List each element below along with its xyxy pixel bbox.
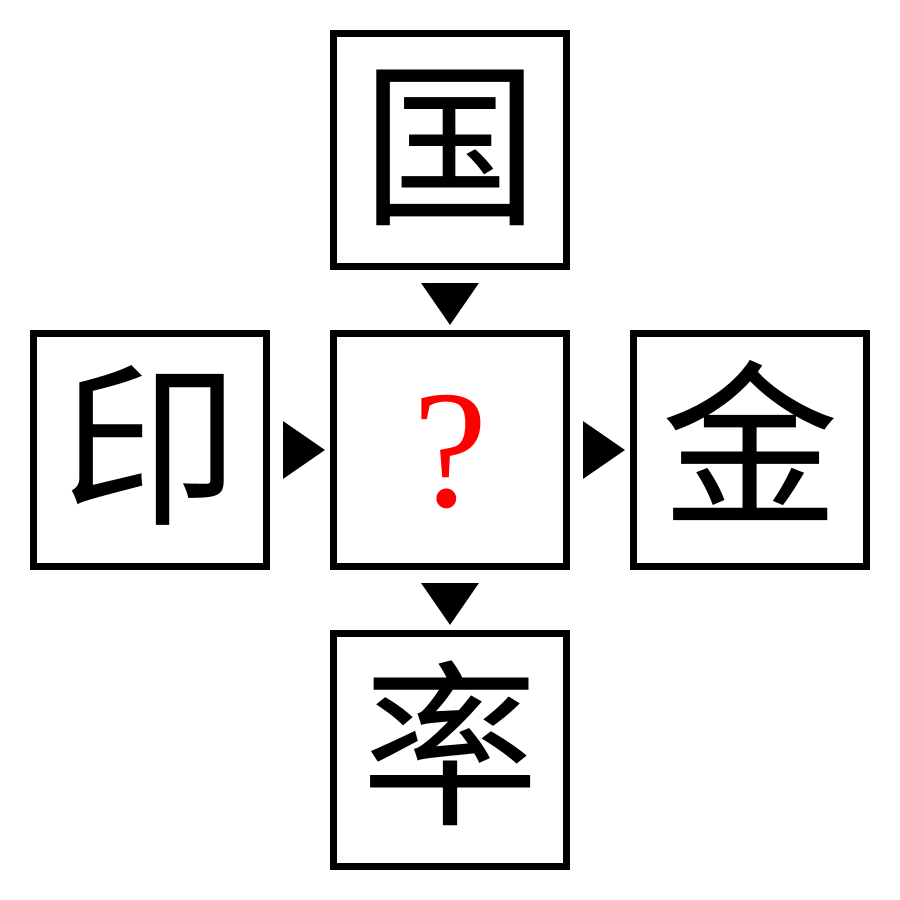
left-char: 印 [61, 346, 239, 553]
arrow-down-icon [421, 283, 479, 325]
right-char: 金 [661, 346, 839, 553]
arrow-right-icon [283, 421, 325, 479]
question-mark: ? [412, 357, 488, 543]
top-char: 国 [361, 46, 539, 253]
answer-box[interactable]: ? [330, 330, 570, 570]
left-char-box: 印 [30, 330, 270, 570]
bottom-char-box: 率 [330, 630, 570, 870]
right-char-box: 金 [630, 330, 870, 570]
arrow-right-icon [583, 421, 625, 479]
top-char-box: 国 [330, 30, 570, 270]
bottom-char: 率 [361, 646, 539, 853]
arrow-down-icon [421, 583, 479, 625]
